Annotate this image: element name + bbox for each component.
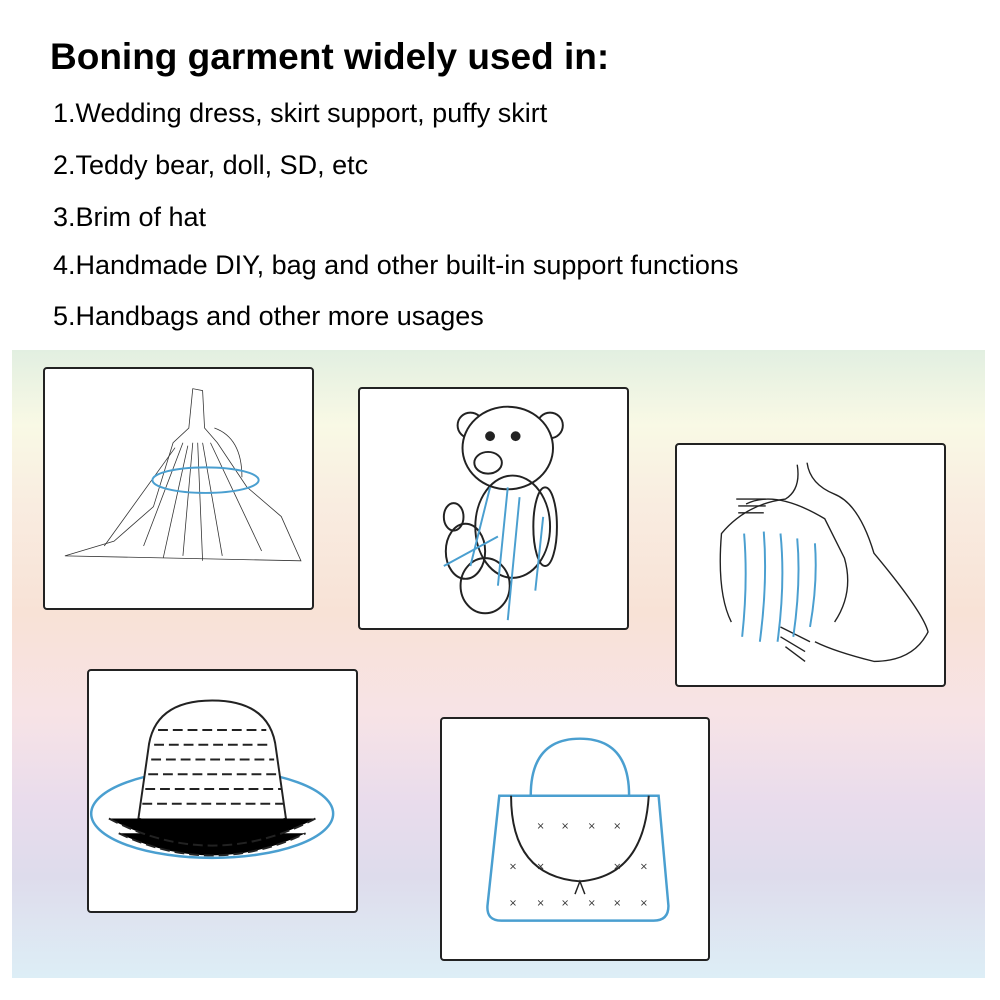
svg-text:×: × bbox=[536, 821, 544, 832]
svg-text:×: × bbox=[561, 898, 569, 909]
svg-text:×: × bbox=[561, 821, 569, 832]
svg-text:×: × bbox=[509, 861, 517, 872]
svg-text:×: × bbox=[613, 821, 621, 832]
svg-text:×: × bbox=[536, 861, 544, 872]
svg-text:×: × bbox=[588, 898, 596, 909]
page-title: Boning garment widely used in: bbox=[50, 36, 610, 77]
straw-hat-icon bbox=[89, 699, 335, 860]
handbag-icon: × × × × × × × × × × × × × × bbox=[486, 737, 670, 922]
corset-body-icon bbox=[719, 462, 929, 663]
teddy-bear-icon bbox=[442, 405, 564, 621]
teddy-bear-card bbox=[358, 387, 629, 630]
svg-text:×: × bbox=[640, 861, 648, 872]
svg-text:×: × bbox=[613, 861, 621, 872]
use-item-5: 5.Handbags and other more usages bbox=[53, 301, 484, 331]
use-item-2: 2.Teddy bear, doll, SD, etc bbox=[53, 150, 369, 180]
svg-text:×: × bbox=[640, 898, 648, 909]
svg-text:×: × bbox=[536, 898, 544, 909]
svg-text:×: × bbox=[588, 821, 596, 832]
use-item-3: 3.Brim of hat bbox=[53, 202, 207, 232]
wedding-dress-icon bbox=[64, 388, 302, 562]
wedding-dress-card bbox=[43, 367, 314, 610]
svg-text:×: × bbox=[509, 898, 517, 909]
svg-text:×: × bbox=[613, 898, 621, 909]
corset-card bbox=[675, 443, 946, 687]
use-item-1: 1.Wedding dress, skirt support, puffy sk… bbox=[53, 98, 548, 128]
use-item-4: 4.Handmade DIY, bag and other built-in s… bbox=[53, 250, 739, 280]
hat-card bbox=[87, 669, 358, 913]
handbag-card: × × × × × × × × × × × × × × bbox=[440, 717, 710, 961]
